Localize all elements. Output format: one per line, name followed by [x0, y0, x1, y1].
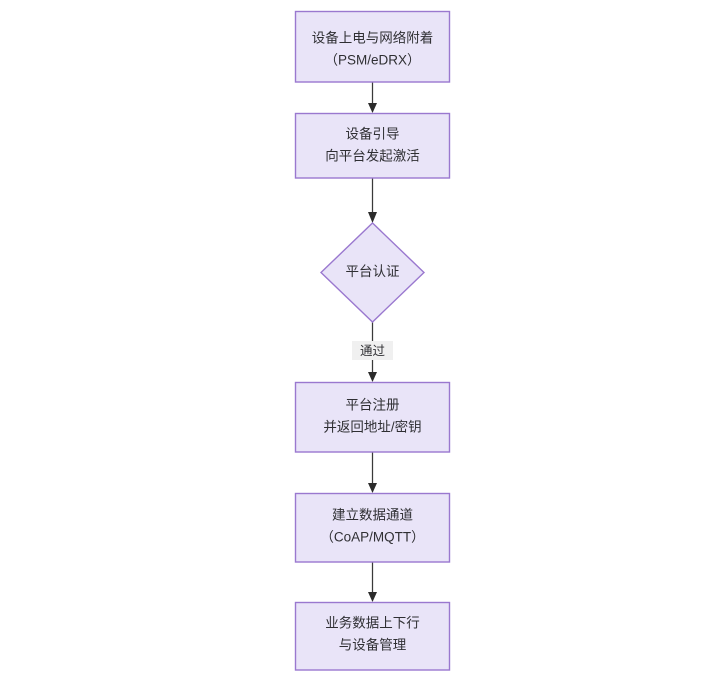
arrowhead-n4-n5: [368, 483, 377, 493]
node-label-2-line-1: 设备引导: [346, 126, 400, 142]
edge-n4-n5: [368, 452, 377, 493]
node-label-2-line-2: 向平台发起激活: [325, 149, 420, 164]
edge-n2-n3: [368, 178, 377, 223]
node-shape-rect-1: [294, 10, 451, 83]
flow-node-business-data[interactable]: 业务数据上下行 与设备管理: [294, 601, 451, 671]
edge-label-background-pass: [352, 341, 393, 360]
node-label-6-line-1: 业务数据上下行: [325, 616, 420, 631]
node-shape-rect-5: [294, 492, 451, 563]
arrowhead-n2-n3: [368, 212, 377, 223]
edge-n1-n2: [368, 82, 377, 113]
arrowhead-n3-n4: [368, 372, 377, 382]
node-label-4-line-2: 并返回地址/密钥: [323, 419, 421, 435]
edge-label-pass: 通过: [360, 344, 386, 358]
node-label-5-line-2: （CoAP/MQTT）: [320, 530, 424, 545]
node-label-6-line-2: 与设备管理: [339, 637, 407, 653]
node-label-5-line-1: 建立数据通道: [332, 508, 413, 523]
node-shape-diamond-3: [319, 222, 426, 323]
node-label-3-line-1: 平台认证: [346, 264, 400, 279]
flow-node-platform-registration[interactable]: 平台注册 并返回地址/密钥: [294, 381, 451, 453]
edge-n5-n6: [368, 562, 377, 602]
node-label-1-line-1: 设备上电与网络附着: [312, 30, 434, 46]
node-shape-rect-4: [294, 381, 451, 453]
flow-node-data-channel[interactable]: 建立数据通道 （CoAP/MQTT）: [294, 492, 451, 563]
flow-node-device-bootstrap[interactable]: 设备引导 向平台发起激活: [294, 112, 451, 179]
node-shape-rect-2: [294, 112, 451, 179]
node-label-4-line-1: 平台注册: [346, 398, 400, 413]
arrowhead-n1-n2: [368, 103, 377, 113]
node-shape-rect-6: [294, 601, 451, 671]
arrowhead-n5-n6: [368, 592, 377, 602]
flow-node-platform-auth-decision[interactable]: 平台认证: [319, 222, 426, 323]
node-label-1-line-2: （PSM/eDRX）: [324, 53, 420, 68]
flow-node-device-power-on[interactable]: 设备上电与网络附着 （PSM/eDRX）: [294, 10, 451, 83]
edge-group: 通过: [352, 82, 393, 602]
edge-n3-n4: 通过: [352, 322, 393, 382]
